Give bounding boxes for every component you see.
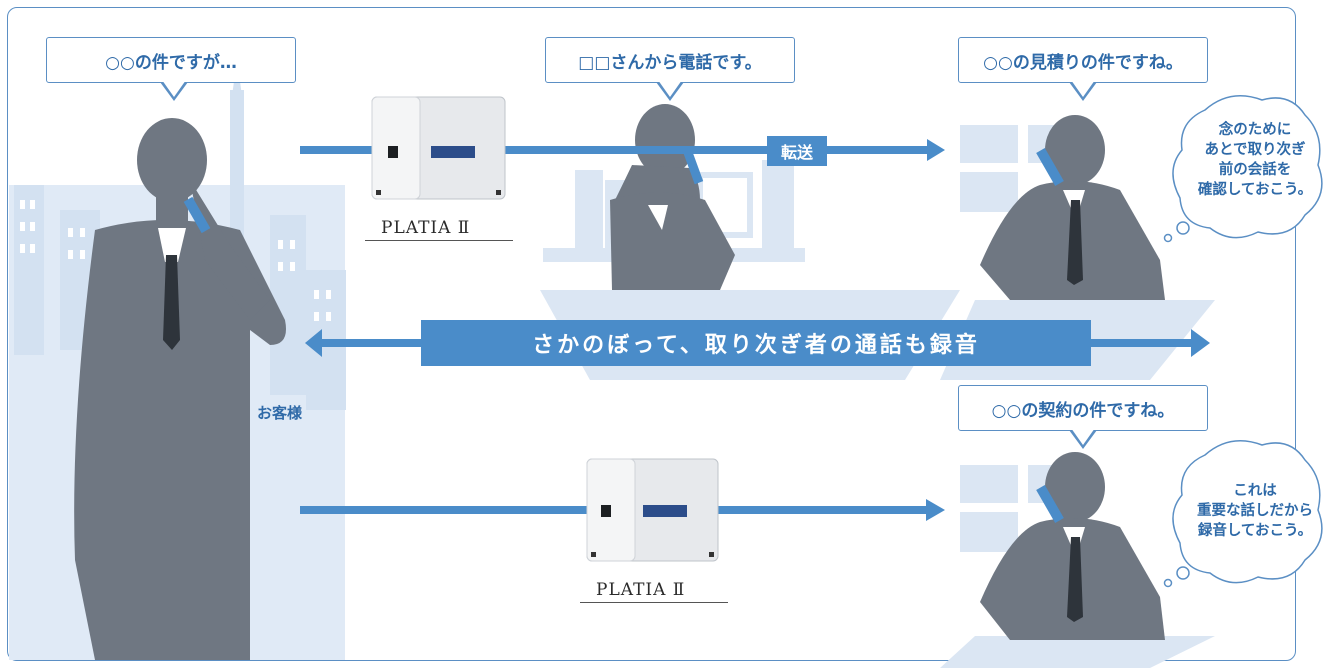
thought-bubble-top bbox=[1163, 95, 1323, 243]
device-brand-bottom: PLATIA Ⅱ bbox=[596, 580, 686, 600]
speech-text-customer: ○○の件ですが… bbox=[105, 52, 237, 73]
pbx-device-top bbox=[371, 96, 506, 200]
speech-text-staff-bottom: ○○の契約の件ですね。 bbox=[991, 400, 1175, 421]
speech-bubble-staff-top: ○○の見積りの件ですね。 bbox=[958, 37, 1208, 101]
thought-bottom-line-3: 録音しておこう。 bbox=[1197, 523, 1313, 539]
staff-bottom-phone-icon bbox=[1036, 485, 1064, 523]
thought-top-line-3: 前の会話を bbox=[1218, 162, 1292, 178]
customer-label: お客様 bbox=[257, 404, 303, 422]
thought-text-bottom: これは 重要な話しだから 録音しておこう。 bbox=[1180, 481, 1329, 541]
pbx-device-bottom bbox=[586, 458, 719, 562]
thought-top-line-4: 確認しておこう。 bbox=[1197, 182, 1313, 198]
customer-phone-icon bbox=[183, 196, 211, 234]
speech-text-receptionist: □□さんから電話です。 bbox=[578, 52, 762, 73]
thought-bubble-bottom bbox=[1163, 440, 1323, 588]
device-brand-top: PLATIA Ⅱ bbox=[381, 218, 471, 238]
thought-top-line-1: 念のために bbox=[1218, 122, 1292, 138]
receptionist-silhouette bbox=[610, 104, 735, 290]
receptionist-phone-icon bbox=[683, 149, 704, 185]
flow-arrows bbox=[300, 139, 1210, 521]
thought-bottom-line-2: 重要な話しだから bbox=[1197, 503, 1313, 519]
speech-bubble-customer: ○○の件ですが… bbox=[46, 37, 296, 101]
thought-text-top: 念のために あとで取り次ぎ 前の会話を 確認しておこう。 bbox=[1180, 120, 1329, 200]
transfer-label: 転送 bbox=[767, 136, 827, 166]
staff-top-phone-icon bbox=[1036, 148, 1064, 186]
speech-text-staff-top: ○○の見積りの件ですね。 bbox=[983, 52, 1183, 73]
thought-bottom-line-1: これは bbox=[1233, 483, 1277, 499]
customer-silhouette bbox=[74, 118, 287, 660]
thought-top-line-2: あとで取り次ぎ bbox=[1204, 142, 1306, 158]
brand-underline-top bbox=[365, 240, 513, 241]
frame-border bbox=[7, 7, 1296, 661]
recording-banner: さかのぼって、取り次ぎ者の通話も録音 bbox=[421, 320, 1091, 366]
brand-underline-bottom bbox=[580, 602, 728, 603]
speech-bubble-receptionist: □□さんから電話です。 bbox=[545, 37, 795, 101]
skyline-windows bbox=[20, 200, 331, 321]
speech-bubble-staff-bottom: ○○の契約の件ですね。 bbox=[958, 385, 1208, 449]
